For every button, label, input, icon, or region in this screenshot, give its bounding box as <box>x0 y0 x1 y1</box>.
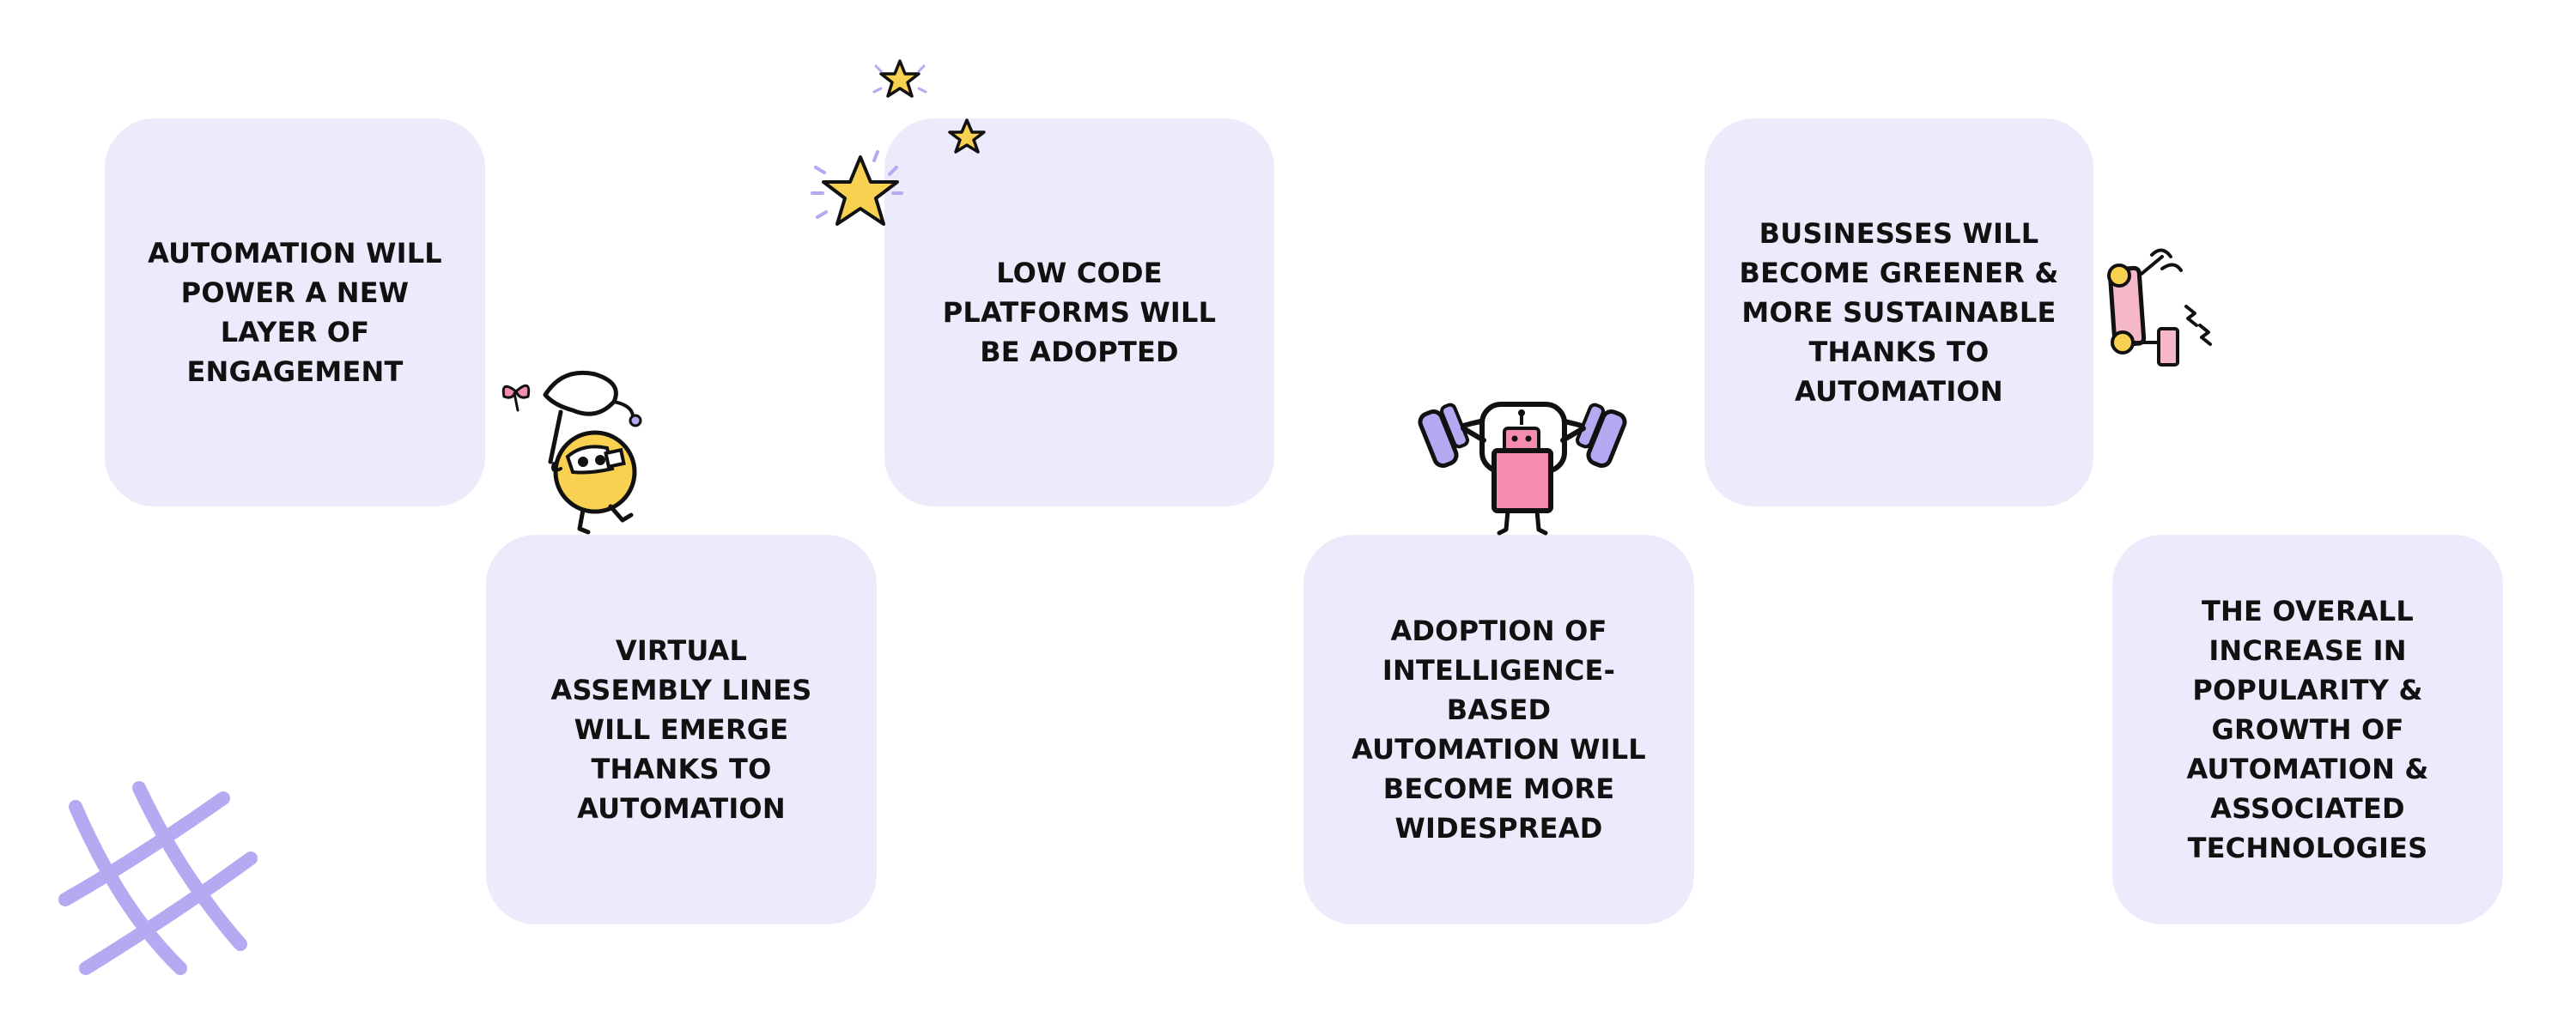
stars-icon <box>811 59 986 226</box>
dumbbell-icon <box>2107 248 2212 367</box>
butterfly-net-character-icon <box>501 370 642 535</box>
card-engagement-text: AUTOMATION WILL POWER A NEW LAYER OF ENG… <box>148 237 442 388</box>
card-engagement: AUTOMATION WILL POWER A NEW LAYER OF ENG… <box>105 118 485 506</box>
card-virtual-assembly: VIRTUAL ASSEMBLY LINES WILL EMERGE THANK… <box>486 535 877 924</box>
card-greener-business: BUSINESSES WILL BECOME GREENER & MORE SU… <box>1704 118 2093 506</box>
card-greener-business-text: BUSINESSES WILL BECOME GREENER & MORE SU… <box>1739 217 2059 408</box>
card-overall-increase-text: THE OVERALL INCREASE IN POPULARITY & GRO… <box>2186 595 2429 864</box>
weightlifting-robot-icon <box>1418 402 1627 536</box>
card-low-code-text: LOW CODE PLATFORMS WILL BE ADOPTED <box>942 257 1217 368</box>
card-virtual-assembly-text: VIRTUAL ASSEMBLY LINES WILL EMERGE THANK… <box>550 634 812 825</box>
card-low-code: LOW CODE PLATFORMS WILL BE ADOPTED <box>884 118 1274 506</box>
hash-scribble-icon <box>58 781 258 975</box>
card-intelligence-automation-text: ADOPTION OF INTELLIGENCE-BASED AUTOMATIO… <box>1352 615 1646 845</box>
card-intelligence-automation: ADOPTION OF INTELLIGENCE-BASED AUTOMATIO… <box>1303 535 1694 924</box>
card-overall-increase: THE OVERALL INCREASE IN POPULARITY & GRO… <box>2112 535 2503 924</box>
